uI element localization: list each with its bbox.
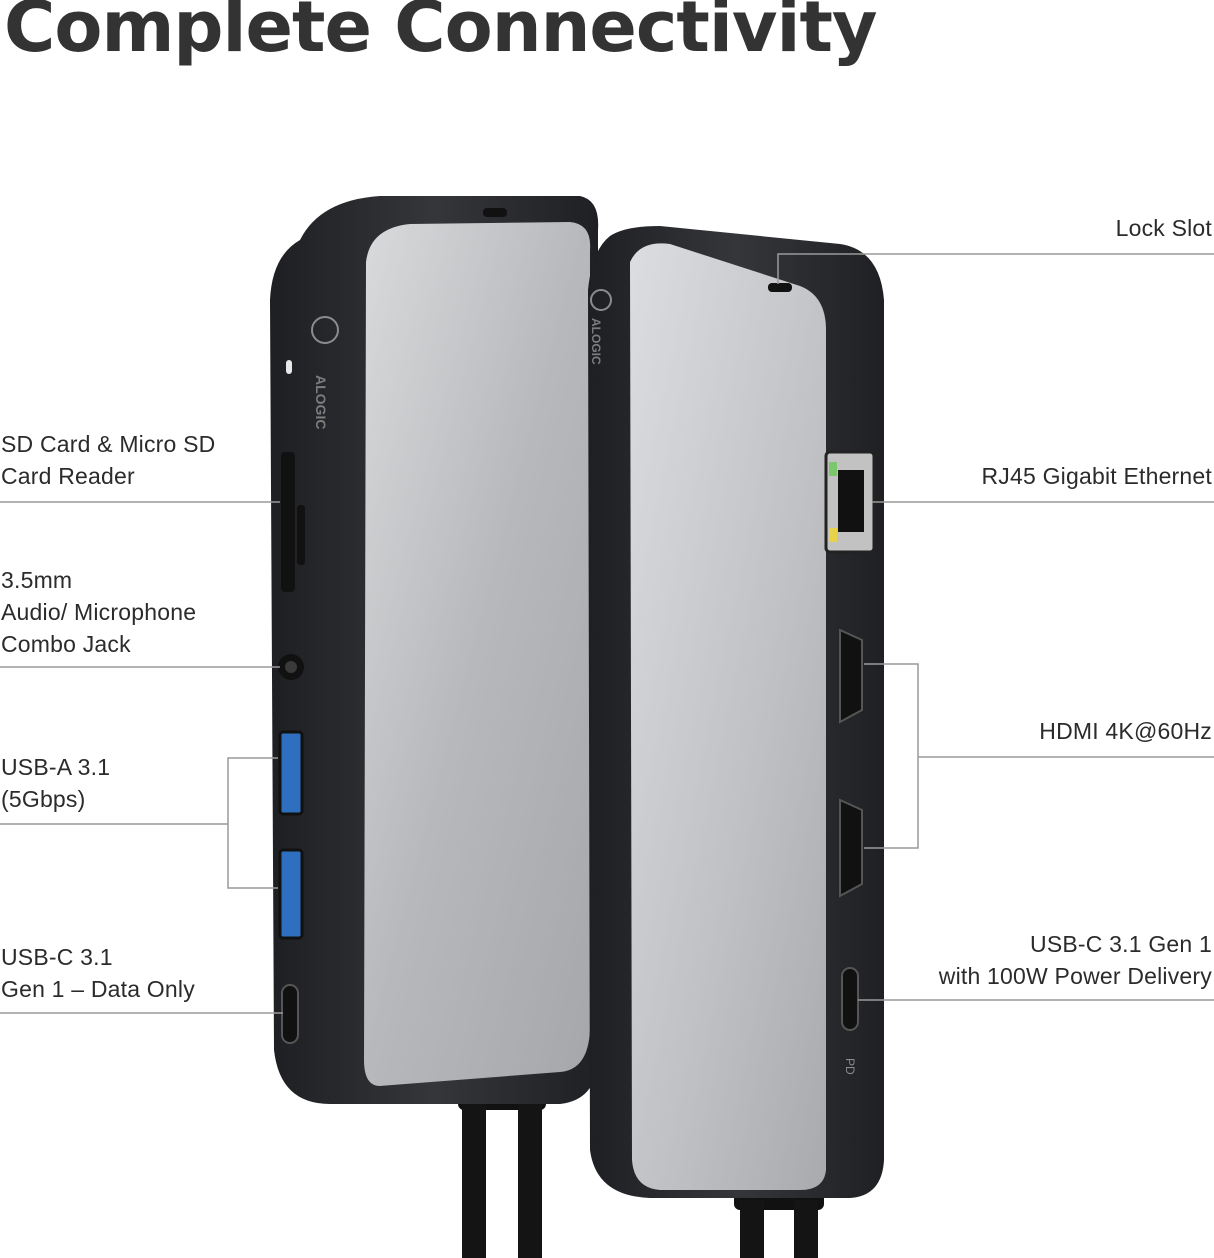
micro-sd-slot-icon	[297, 505, 305, 565]
usb-c-pd-port-icon	[841, 967, 859, 1031]
usb-a-label: USB-A 3.1 (5Gbps)	[1, 754, 111, 812]
leader-lines	[0, 253, 1214, 1014]
cable-left-1	[462, 1100, 486, 1258]
ethernet-label: RJ45 Gigabit Ethernet	[981, 463, 1212, 489]
ethernet-link-led	[829, 462, 837, 476]
cable-right-1	[740, 1200, 764, 1258]
hdmi-port-1-icon	[839, 628, 863, 724]
usb-a-bracket	[227, 757, 278, 889]
left-lock-slot-icon	[483, 208, 507, 217]
left-hub-silver-panel	[364, 222, 591, 1086]
right-lock-slot-icon	[768, 283, 792, 292]
sd-slot-icon	[281, 452, 295, 592]
audio-jack-label: 3.5mm Audio/ Microphone Combo Jack	[1, 567, 197, 657]
right-hub-silver-panel	[630, 243, 826, 1190]
cable-right-2	[794, 1200, 818, 1258]
hdmi-bracket	[864, 663, 919, 849]
right-hub	[588, 226, 884, 1198]
page-title: Complete Connectivity	[4, 0, 878, 68]
usb-c-data-label: USB-C 3.1 Gen 1 – Data Only	[1, 944, 195, 1002]
led-indicator-icon	[286, 360, 292, 374]
left-hub	[270, 196, 599, 1104]
hdmi-port-2-icon	[839, 798, 863, 898]
sd-reader-label: SD Card & Micro SD Card Reader	[1, 431, 216, 489]
lock-slot-label: Lock Slot	[1115, 215, 1212, 241]
lock-slot-line	[777, 253, 1214, 284]
cable-left-2	[518, 1100, 542, 1258]
pd-text: PD	[843, 1058, 857, 1075]
left-logo-icon	[311, 316, 339, 344]
ethernet-activity-led	[829, 528, 837, 542]
hdmi-label: HDMI 4K@60Hz	[1039, 718, 1212, 744]
left-brand-text: ALOGIC	[313, 375, 329, 429]
usb-a-port-1-icon	[278, 730, 304, 816]
usb-c-data-port-icon	[281, 984, 299, 1044]
usb-a-port-2-icon	[278, 848, 304, 940]
right-brand-text: ALOGIC	[589, 318, 603, 365]
usb-c-pd-label: USB-C 3.1 Gen 1 with 100W Power Delivery	[938, 931, 1212, 989]
right-logo-icon	[590, 289, 612, 311]
